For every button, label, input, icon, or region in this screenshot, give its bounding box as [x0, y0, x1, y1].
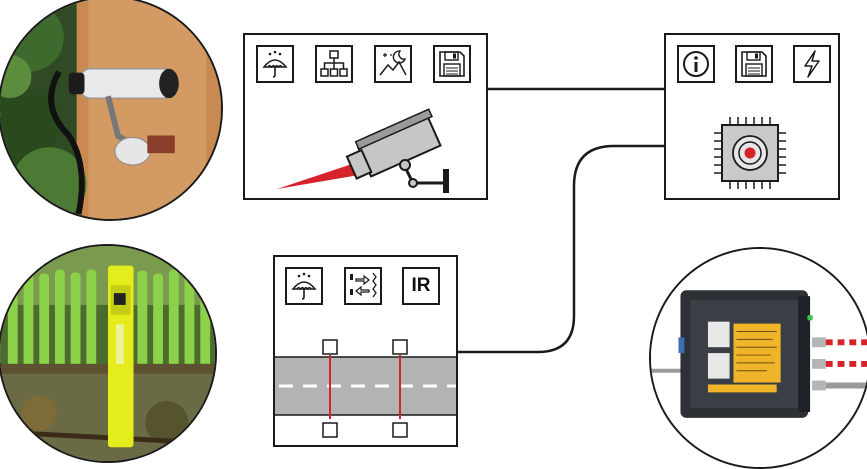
controller-power-icon-box — [793, 45, 831, 83]
ir-panel-beam-icon-box — [344, 267, 382, 305]
floppy-save-icon — [741, 51, 767, 77]
processor-chip-icon — [714, 117, 786, 189]
weather-umbrella-icon — [262, 50, 288, 78]
ir-post-1-bottom — [322, 422, 338, 438]
info-icon — [683, 51, 709, 77]
network-hierarchy-icon — [320, 50, 348, 77]
ir-to-controller-wire — [458, 144, 664, 354]
controller-info-icon-box — [677, 45, 715, 83]
ir-post-2-bottom — [392, 422, 408, 438]
camera-panel-weather-icon-box — [256, 45, 294, 83]
camera-beam — [277, 163, 359, 189]
lightning-power-icon — [804, 50, 820, 78]
security-camera-illustration — [277, 108, 449, 193]
controller-save-icon-box — [735, 45, 773, 83]
camera-panel-network-icon-box — [315, 45, 353, 83]
camera-panel — [243, 33, 488, 200]
ir-label: IR — [411, 275, 431, 296]
photo-ir-sensor-post — [0, 244, 217, 463]
photo-wall-camera — [0, 0, 223, 221]
ir-beam-transceiver-icon — [350, 272, 377, 298]
controller-panel — [664, 33, 840, 200]
camera-panel-save-icon-box — [433, 45, 471, 83]
photo-controller-device — [649, 247, 867, 469]
ir-post-2-top — [392, 339, 408, 355]
ir-panel-weather-icon-box — [285, 267, 323, 305]
ir-post-1-top — [322, 339, 338, 355]
floppy-save-icon — [439, 51, 465, 77]
ir-label-box: IR — [402, 267, 440, 305]
camera-panel-night-icon-box — [374, 45, 412, 83]
road-with-ir-barriers — [275, 339, 456, 438]
weather-umbrella-icon — [291, 272, 317, 300]
night-landscape-icon — [379, 50, 407, 76]
ir-sensor-panel: IR — [273, 255, 458, 447]
